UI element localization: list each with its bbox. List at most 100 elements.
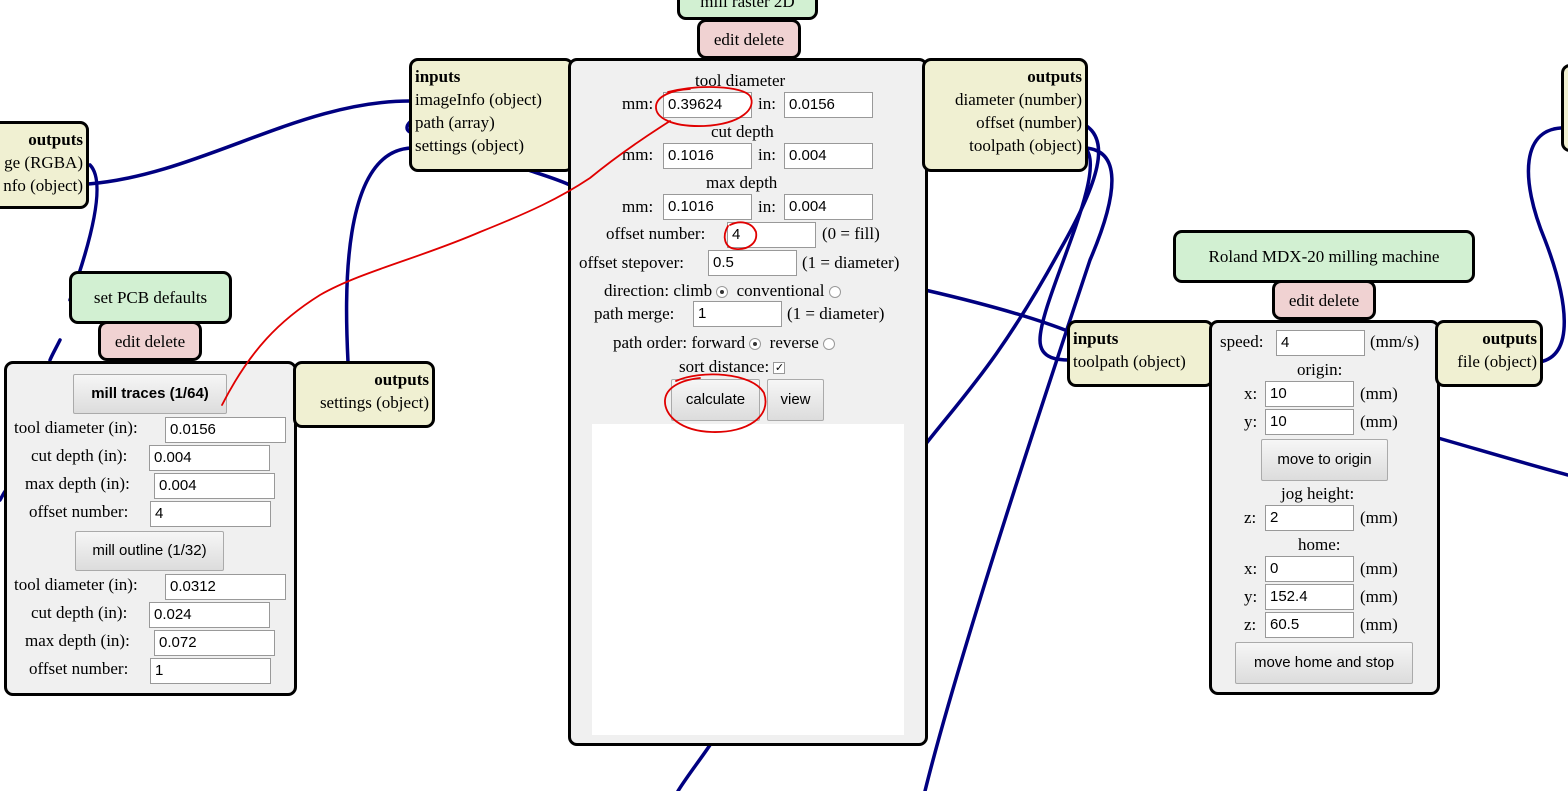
wire-raster-to-center [526, 168, 574, 188]
outline-offset-number-input[interactable]: 1 [150, 658, 271, 684]
left-outputs-box: outputs ge (RGBA) nfo (object) [0, 121, 89, 209]
roland-title-text: Roland MDX-20 milling machine [1208, 247, 1440, 266]
move-home-button[interactable]: move home and stop [1235, 642, 1413, 684]
traces-max-depth-input[interactable]: 0.004 [154, 473, 275, 499]
edit-link[interactable]: edit [114, 332, 141, 351]
forward-radio[interactable] [749, 338, 762, 351]
mill-raster-outputs-box: outputs diameter (number) offset (number… [922, 58, 1088, 172]
origin-y-label: y: [1244, 412, 1258, 431]
sort-distance-checkbox[interactable]: ✓ [773, 361, 786, 375]
origin-heading: origin: [1297, 360, 1343, 379]
output-imageinfo[interactable]: nfo (object) [3, 176, 83, 195]
move-to-origin-button[interactable]: move to origin [1261, 439, 1388, 481]
wire-toolpath-1 [923, 123, 1101, 447]
wire-toolpath-3 [1038, 146, 1093, 362]
calculate-button[interactable]: calculate [671, 379, 760, 421]
cut-depth-in-input[interactable]: 0.004 [784, 143, 873, 169]
inputs-header: inputs [1073, 329, 1119, 348]
output-toolpath[interactable]: toolpath (object) [969, 136, 1082, 155]
right-edge-partial-box [1561, 64, 1568, 152]
pcb-defaults-title-text: set PCB defaults [93, 288, 208, 307]
sort-distance-label: sort distance: [679, 357, 770, 376]
traces-tool-diameter-label: tool diameter (in): [14, 418, 138, 437]
traces-offset-number-input[interactable]: 4 [150, 501, 271, 527]
outline-tool-diameter-label: tool diameter (in): [14, 575, 138, 594]
output-diameter[interactable]: diameter (number) [955, 90, 1082, 109]
sort-distance-row: sort distance: ✓ [679, 357, 786, 377]
offset-stepover-input[interactable]: 0.5 [708, 250, 797, 276]
input-path[interactable]: path (array) [415, 113, 495, 132]
tool-diameter-in-label: in: [758, 94, 776, 113]
edit-link[interactable]: edit [1288, 291, 1315, 310]
home-y-unit: (mm) [1360, 587, 1398, 606]
wire-toolpath-2 [923, 146, 1114, 791]
output-settings[interactable]: settings (object) [319, 393, 429, 412]
home-heading: home: [1298, 535, 1341, 554]
outline-cut-depth-input[interactable]: 0.024 [149, 602, 270, 628]
home-x-input[interactable]: 0 [1265, 556, 1354, 582]
origin-x-input[interactable]: 10 [1265, 381, 1354, 407]
direction-row: direction: climb conventional [604, 281, 841, 301]
offset-number-input[interactable]: 4 [727, 222, 816, 248]
max-depth-mm-input[interactable]: 0.1016 [663, 194, 752, 220]
origin-y-unit: (mm) [1360, 412, 1398, 431]
output-file[interactable]: file (object) [1457, 352, 1537, 371]
edit-link[interactable]: edit [713, 30, 740, 49]
direction-label: direction: climb [604, 281, 713, 300]
wire-roland-right [1436, 436, 1568, 477]
tool-diameter-heading: tool diameter [695, 71, 786, 90]
outputs-header: outputs [1027, 67, 1082, 86]
path-merge-label: path merge: [594, 304, 675, 323]
view-button[interactable]: view [767, 379, 824, 421]
outline-tool-diameter-input[interactable]: 0.0312 [165, 574, 286, 600]
home-z-input[interactable]: 60.5 [1265, 612, 1354, 638]
max-depth-mm-label: mm: [622, 197, 654, 216]
traces-tool-diameter-input[interactable]: 0.0156 [165, 417, 286, 443]
mill-traces-button[interactable]: mill traces (1/64) [73, 374, 227, 414]
delete-link[interactable]: delete [144, 332, 186, 351]
origin-y-input[interactable]: 10 [1265, 409, 1354, 435]
home-y-input[interactable]: 152.4 [1265, 584, 1354, 610]
tool-diameter-mm-label: mm: [622, 94, 654, 113]
delete-link[interactable]: delete [1318, 291, 1360, 310]
cut-depth-mm-label: mm: [622, 145, 654, 164]
outline-cut-depth-label: cut depth (in): [31, 603, 128, 622]
home-x-label: x: [1244, 559, 1258, 578]
toolpath-preview-canvas[interactable] [592, 424, 904, 735]
conventional-radio[interactable] [828, 286, 841, 299]
climb-radio[interactable] [716, 286, 729, 299]
max-depth-in-input[interactable]: 0.004 [784, 194, 873, 220]
speed-label: speed: [1220, 332, 1264, 351]
speed-input[interactable]: 4 [1276, 330, 1365, 356]
home-z-label: z: [1244, 615, 1257, 634]
jog-z-input[interactable]: 2 [1265, 505, 1354, 531]
output-offset[interactable]: offset (number) [976, 113, 1082, 132]
traces-cut-depth-input[interactable]: 0.004 [149, 445, 270, 471]
outline-max-depth-label: max depth (in): [25, 631, 130, 650]
speed-unit: (mm/s) [1370, 332, 1420, 351]
jog-z-label: z: [1244, 508, 1257, 527]
cut-depth-heading: cut depth [711, 122, 774, 141]
roland-outputs-box: outputs file (object) [1435, 320, 1543, 387]
tool-diameter-in-input[interactable]: 0.0156 [784, 92, 873, 118]
roland-title: Roland MDX-20 milling machine [1173, 230, 1475, 283]
output-image[interactable]: ge (RGBA) [4, 153, 83, 172]
home-x-unit: (mm) [1360, 559, 1398, 578]
traces-offset-number-label: offset number: [29, 502, 129, 521]
input-settings[interactable]: settings (object) [415, 136, 525, 155]
outline-offset-number-label: offset number: [29, 659, 129, 678]
offset-number-hint: (0 = fill) [822, 224, 880, 243]
reverse-label: reverse [769, 333, 819, 352]
delete-link[interactable]: delete [743, 30, 785, 49]
input-imageinfo[interactable]: imageInfo (object) [415, 90, 542, 109]
wire-imageinfo [86, 99, 414, 186]
tool-diameter-mm-input[interactable]: 0.39624 [663, 92, 752, 118]
reverse-radio[interactable] [823, 338, 835, 351]
outline-max-depth-input[interactable]: 0.072 [154, 630, 275, 656]
cut-depth-mm-input[interactable]: 0.1016 [663, 143, 752, 169]
mill-outline-button[interactable]: mill outline (1/32) [75, 531, 224, 571]
input-toolpath[interactable]: toolpath (object) [1073, 352, 1186, 371]
path-merge-input[interactable]: 1 [693, 301, 782, 327]
mill-raster-inputs-box: inputs imageInfo (object) path (array) s… [409, 58, 574, 172]
outputs-header: outputs [374, 370, 429, 389]
